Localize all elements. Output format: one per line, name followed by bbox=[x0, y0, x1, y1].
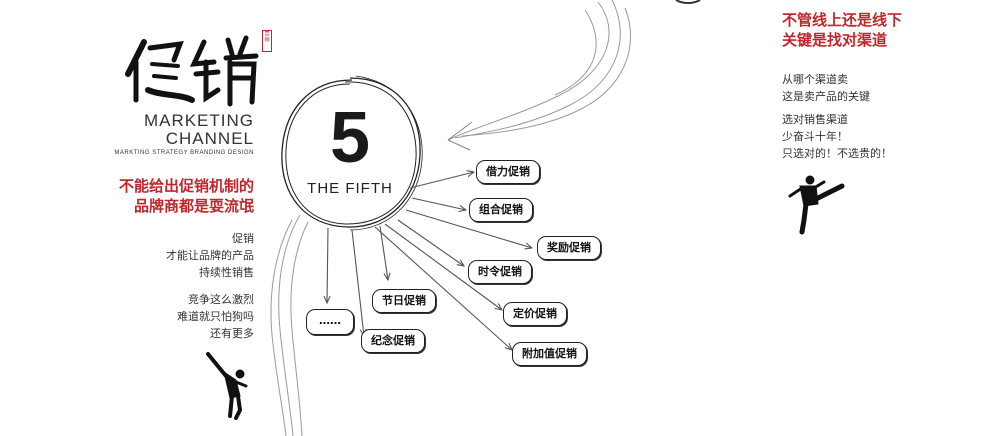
right-body-line: 选对销售渠道 bbox=[782, 113, 848, 126]
the-fifth-label: THE FIFTH bbox=[307, 180, 393, 197]
left-body-line: 持续性销售 bbox=[199, 266, 254, 279]
left-body-line: 促销 bbox=[232, 232, 254, 245]
left-headline-line2: 品牌商都是耍流氓 bbox=[133, 197, 254, 215]
right-headline-line2: 关键是找对渠道 bbox=[782, 31, 888, 49]
tag-pricing-promotion: 定价促销 bbox=[503, 302, 567, 326]
big-number: 5 bbox=[329, 98, 371, 178]
left-body-line: 才能让品牌的产品 bbox=[166, 249, 254, 262]
right-body-line: 这是卖产品的关键 bbox=[782, 90, 870, 103]
left-body-line: 竞争这么激烈 bbox=[188, 293, 254, 306]
ribbon-arrow-top bbox=[447, 0, 701, 151]
tag-value-added-promotion: 附加值促销 bbox=[512, 342, 587, 366]
tag-combo-promotion: 组合促销 bbox=[469, 198, 533, 222]
english-title-channel: CHANNEL bbox=[165, 129, 254, 148]
calligraphy-title: 促销 bbox=[125, 35, 259, 107]
left-body-line: 难道就只怕狗吗 bbox=[177, 310, 254, 323]
seal-stamp: 营销 bbox=[262, 30, 272, 52]
right-body-line: 从哪个渠道卖 bbox=[782, 73, 848, 86]
right-body-line: 少奋斗十年！ bbox=[782, 130, 848, 143]
tag-commemorative-promotion: 纪念促销 bbox=[361, 329, 425, 353]
tag-borrow-promotion: 借力促销 bbox=[476, 160, 540, 184]
ribbon-bottom bbox=[270, 214, 309, 436]
arrows bbox=[327, 172, 532, 350]
left-body-line: 还有更多 bbox=[210, 327, 254, 340]
left-body-group2: 竞争这么激烈 难道就只怕狗吗 还有更多 bbox=[130, 291, 254, 342]
right-body-group2: 选对销售渠道 少奋斗十年！ 只选对的！不选贵的！ bbox=[782, 111, 892, 162]
martial-artist-figure-left bbox=[206, 352, 248, 420]
left-headline-line1: 不能给出促销机制的 bbox=[118, 177, 254, 195]
left-body-group1: 促销 才能让品牌的产品 持续性销售 bbox=[130, 230, 254, 281]
tag-reward-promotion: 奖励促销 bbox=[537, 236, 601, 260]
english-title-marketing: MARKETING bbox=[143, 111, 254, 130]
martial-artist-figure-right bbox=[788, 175, 845, 235]
tag-holiday-promotion: 节日促销 bbox=[372, 289, 436, 313]
right-body-line: 只选对的！不选贵的！ bbox=[782, 147, 892, 160]
english-subtitle: MARKTING STRATEGY BRANDING DESIGN bbox=[114, 150, 254, 156]
right-headline-line1: 不管线上还是线下 bbox=[782, 11, 903, 29]
right-body-group1: 从哪个渠道卖 这是卖产品的关键 bbox=[782, 71, 870, 105]
sketch-circle bbox=[281, 75, 423, 231]
tag-more: …… bbox=[306, 309, 354, 335]
tag-seasonal-promotion: 时令促销 bbox=[468, 260, 532, 284]
